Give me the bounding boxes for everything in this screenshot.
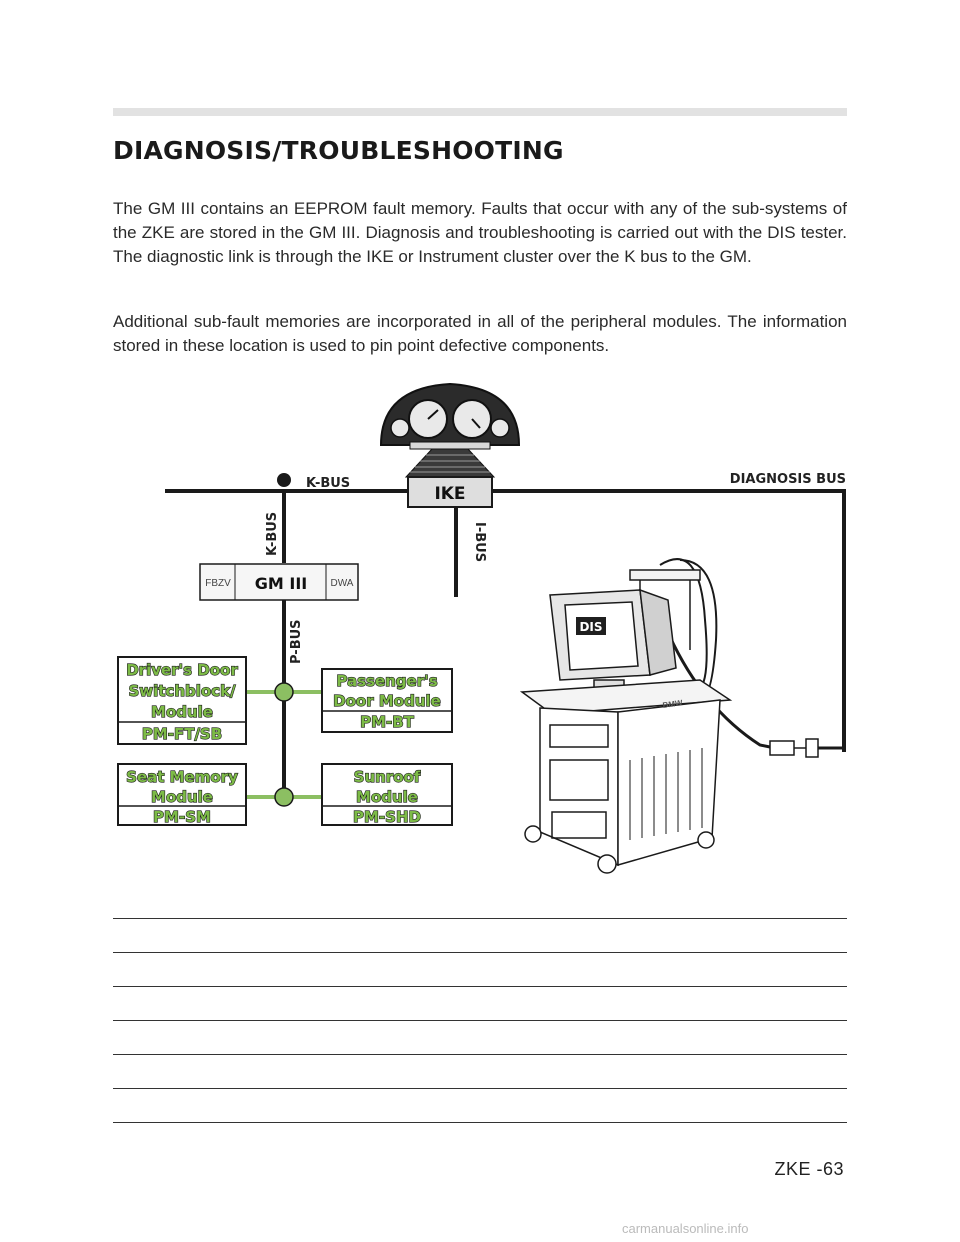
note-line <box>113 952 847 953</box>
section-heading: DIAGNOSIS/TROUBLESHOOTING <box>113 136 564 165</box>
bmw-cart-label: BMW <box>662 698 683 710</box>
dis-tester-icon <box>519 558 844 874</box>
note-line <box>113 1122 847 1123</box>
header-rule <box>113 108 847 116</box>
watermark: carmanualsonline.info <box>622 1221 749 1236</box>
svg-text:Driver's Door: Driver's Door <box>126 661 238 679</box>
fbzv-label: FBZV <box>205 578 231 589</box>
zke-diagnosis-diagram: IKE FBZV GM III DWA K-BUS K-BUS I-BUS P-… <box>117 382 846 874</box>
passengers-door-module: Passenger's Door Module PM-BT <box>321 668 453 733</box>
svg-text:Module: Module <box>151 788 213 806</box>
svg-text:PM-FT/SB: PM-FT/SB <box>142 725 222 743</box>
svg-text:PM-BT: PM-BT <box>360 713 415 731</box>
svg-text:IKE: IKE <box>434 484 465 504</box>
svg-text:Seat Memory: Seat Memory <box>126 768 238 786</box>
note-line <box>113 918 847 919</box>
diagnosis-bus-label: DIAGNOSIS BUS <box>730 472 846 487</box>
i-bus-label: I-BUS <box>472 522 487 562</box>
dwa-label: DWA <box>331 578 354 589</box>
svg-text:Door Module: Door Module <box>333 692 441 710</box>
page-number: ZKE -63 <box>774 1159 844 1179</box>
paragraph-fault-memory: The GM III contains an EEPROM fault memo… <box>113 199 847 266</box>
svg-text:PM-SM: PM-SM <box>153 808 211 826</box>
k-bus-label: K-BUS <box>306 476 350 491</box>
note-line <box>113 1088 847 1089</box>
svg-text:Passenger's: Passenger's <box>336 672 437 690</box>
note-line <box>113 986 847 987</box>
dis-screen-label: DIS <box>579 620 602 634</box>
ike-module: IKE <box>407 476 493 508</box>
drivers-door-module: Driver's Door Switchblock/ Module PM-FT/… <box>117 656 247 745</box>
instrument-cluster-icon <box>379 382 521 450</box>
svg-text:Module: Module <box>356 788 418 806</box>
k-bus-vertical-label: K-BUS <box>265 512 280 556</box>
note-line <box>113 1020 847 1021</box>
svg-text:GM III: GM III <box>255 574 307 593</box>
notes-lines <box>113 918 847 1156</box>
svg-text:PM-SHD: PM-SHD <box>353 808 421 826</box>
svg-text:Module: Module <box>151 703 213 721</box>
p-bus-label: P-BUS <box>289 619 304 664</box>
sunroof-module: Sunroof Module PM-SHD <box>321 763 453 827</box>
note-line <box>113 1054 847 1055</box>
gm-iii-module: FBZV GM III DWA <box>199 563 359 601</box>
paragraph-sub-fault-memories: Additional sub-fault memories are incorp… <box>113 312 847 355</box>
svg-text:Switchblock/: Switchblock/ <box>128 682 236 700</box>
svg-text:Sunroof: Sunroof <box>354 768 421 786</box>
seat-memory-module: Seat Memory Module PM-SM <box>117 763 247 827</box>
